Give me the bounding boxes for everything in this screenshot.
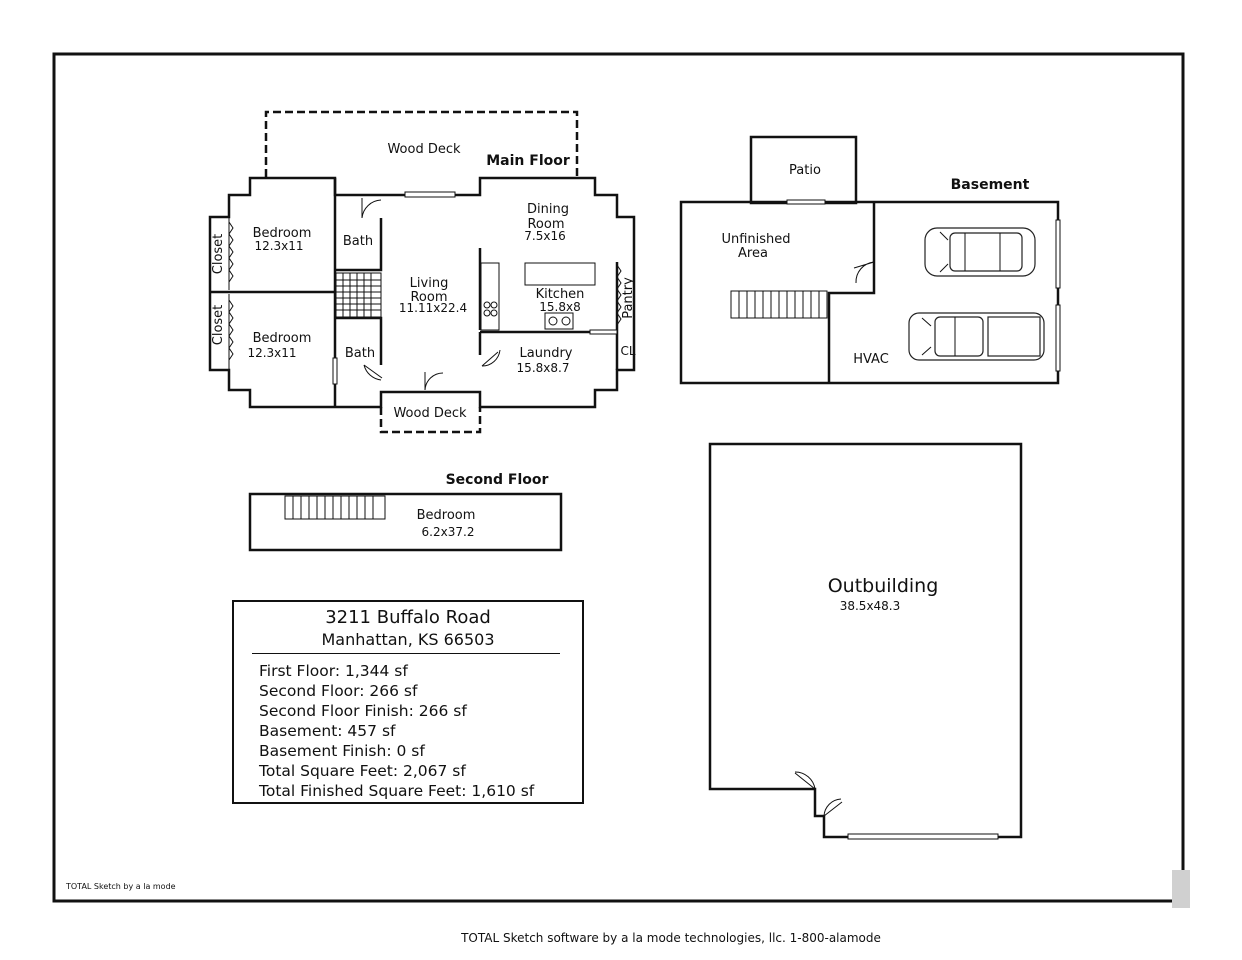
kitchen-dims: 15.8x8 [539,300,580,314]
car-icon-truck [908,312,1045,361]
pantry-door [616,264,622,326]
garage-door-2 [1055,304,1061,372]
kitchen-sink [544,312,574,330]
bedroom-bottom-dims: 12.3x11 [247,346,296,360]
basement-title: Basement [951,177,1030,193]
area-total-finished: Total Finished Square Feet: 1,610 sf [259,782,535,800]
wood-deck-top-outline [264,110,579,177]
second-floor-outline [248,492,563,552]
kitchen-island [524,262,596,286]
dining-room-dims: 7.5x16 [524,229,565,243]
area-summary-box: 3211 Buffalo Road Manhattan, KS 66503 Fi… [232,600,584,804]
door-bath-top [361,198,382,219]
cl-label: CL [620,344,635,358]
bath-bottom-label: Bath [345,346,375,361]
door-basement [853,261,875,284]
bedroom-top-label: Bedroom [253,226,312,241]
hvac-label: HVAC [853,352,889,367]
pantry-label: Pantry [621,277,636,319]
main-floor-stairs [335,272,382,318]
main-floor-exterior [208,176,636,409]
dining-room-label-1: Dining [527,202,569,217]
unfinished-area-label-2: Area [738,246,768,261]
wood-deck-bottom-outline [379,407,482,434]
basement-window-top [786,199,826,205]
basement: Patio Basement Unfinished Area HVAC [679,135,1061,385]
wood-deck-bottom-label: Wood Deck [393,406,467,421]
main-floor-title: Main Floor [486,153,570,169]
area-total: Total Square Feet: 2,067 sf [259,762,466,780]
closet-door-bottom [228,299,234,361]
outbuilding-label: Outbuilding [828,575,939,597]
area-list: First Floor: 1,344 sf Second Floor: 266 … [259,661,534,801]
kitchen-counter [480,262,500,331]
sketch-credit: TOTAL Sketch by a la mode [66,882,176,891]
address-line-2: Manhattan, KS 66503 [321,630,495,649]
area-second-floor-finish: Second Floor Finish: 266 sf [259,702,467,720]
second-floor-bedroom-label: Bedroom [417,508,476,523]
area-basement-finish: Basement Finish: 0 sf [259,742,425,760]
laundry-label: Laundry [520,346,573,361]
area-first-floor: First Floor: 1,344 sf [259,662,408,680]
car-icon-suv [924,227,1036,277]
window-kitchen [589,329,618,335]
door-outbuilding-2 [823,798,843,817]
area-second-floor: Second Floor: 266 sf [259,682,418,700]
main-floor: Wood Deck Main Floor Bedroom 12.3x11 Bed… [208,110,636,434]
living-room-label-2: Room [410,290,447,305]
second-floor-stairs [284,495,386,520]
bedroom-bottom-label: Bedroom [253,331,312,346]
closet-bottom-label: Closet [211,305,226,346]
window-bath [332,357,338,385]
wood-deck-top-label: Wood Deck [387,142,461,157]
outbuilding: Outbuilding 38.5x48.3 [708,442,1023,840]
closet-door-top [228,221,234,283]
door-outbuilding-1 [794,771,816,790]
second-floor-bedroom-dims: 6.2x37.2 [422,525,475,539]
area-basement: Basement: 457 sf [259,722,396,740]
dining-room-label-2: Room [527,217,564,232]
unfinished-area-label-1: Unfinished [721,232,790,247]
laundry-dims: 15.8x8.7 [517,361,570,375]
living-room-label-1: Living [410,276,449,291]
footer-credit: TOTAL Sketch software by a la mode techn… [461,931,881,945]
wall-bath-bottom [335,316,383,365]
wall-bath-top [335,218,383,272]
kitchen-label: Kitchen [536,287,585,302]
window-top [404,191,456,198]
patio-label: Patio [789,163,821,178]
door-laundry [481,349,501,367]
door-bath-bottom [363,364,383,381]
second-floor-title: Second Floor [446,472,549,488]
living-room-dims: 11.11x22.4 [399,301,467,315]
outbuilding-dims: 38.5x48.3 [840,599,901,613]
basement-exterior [679,200,1060,385]
closet-top-label: Closet [211,234,226,275]
second-floor: Second Floor Bedroom 6.2x37.2 [248,472,563,552]
corner-badge [1172,870,1190,908]
bath-top-label: Bath [343,234,373,249]
garage-door-1 [1055,219,1061,289]
address-line-1: 3211 Buffalo Road [325,607,491,628]
summary-divider [252,653,560,654]
basement-interior-wall [827,202,876,383]
outbuilding-garage-door [847,833,999,840]
basement-stairs [730,290,828,319]
bedroom-top-dims: 12.3x11 [254,239,303,253]
door-deck [424,372,444,391]
